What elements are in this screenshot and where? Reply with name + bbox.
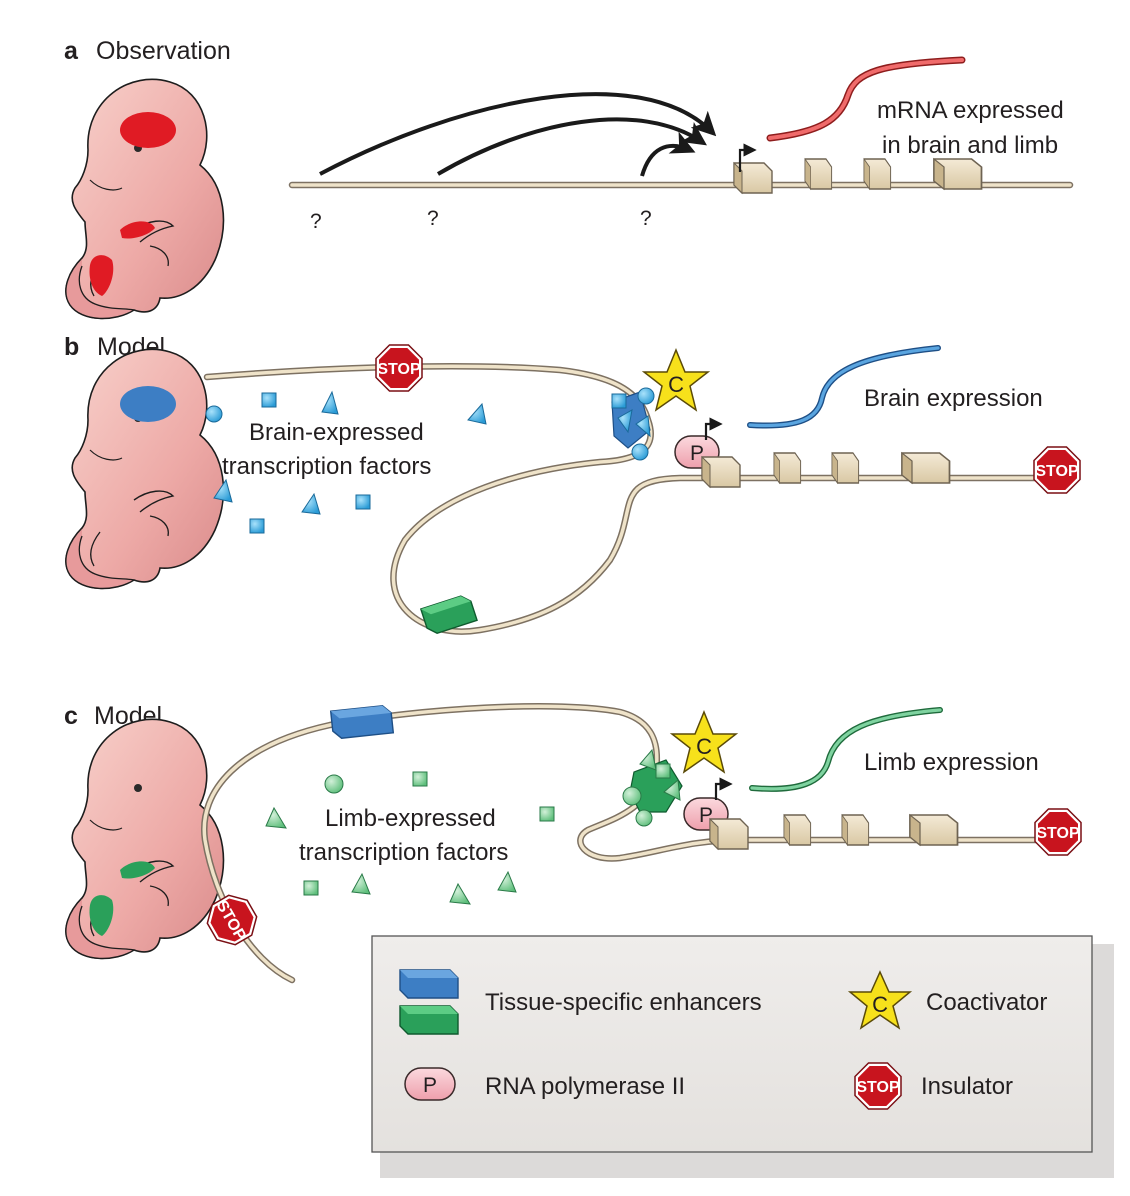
tss-arrow-a (738, 143, 757, 172)
insulator-stop-c2: STOP (1034, 808, 1082, 856)
coactivator-star-c: C (669, 710, 739, 774)
legend-coactivator-icon: C (847, 970, 913, 1030)
tss-arrow-c (714, 777, 733, 800)
panel-b-letter: b (64, 333, 79, 361)
legend-insulator-icon: STOP (854, 1062, 902, 1110)
limb-expression-label: Limb expression (864, 749, 1039, 776)
green-enhancer-b (419, 595, 478, 635)
insulator-stop-c1: STOP (199, 887, 265, 953)
embryo-c (65, 718, 225, 960)
svg-text:C: C (872, 992, 888, 1017)
panel-a: a Observation ? ? ? (64, 37, 1074, 320)
legend-polymerase-icon: P (404, 1067, 456, 1101)
insulator-stop-b2: STOP (1033, 446, 1081, 494)
coactivator-star-b: C (641, 348, 711, 412)
hindlimb-region-c (89, 895, 114, 936)
brain-tf-label-line2: transcription factors (222, 453, 431, 480)
svg-text:C: C (696, 734, 712, 759)
embryo-b (65, 348, 225, 590)
legend-enhancers-label: Tissue-specific enhancers (485, 989, 762, 1016)
mrna-red (768, 58, 964, 140)
svg-text:P: P (690, 442, 704, 465)
svg-text:P: P (423, 1074, 437, 1097)
svg-text:STOP: STOP (1036, 825, 1080, 842)
panel-a-title: Observation (96, 37, 231, 65)
limb-transcription-factors (265, 771, 555, 905)
regulatory-arrows (319, 92, 717, 177)
legend-enhancer-blue-icon (399, 969, 459, 999)
unknown-enhancer-1: ? (310, 210, 322, 233)
brain-region-b (120, 386, 176, 422)
blue-enhancer-complex-b (611, 387, 655, 461)
limb-tf-label-line2: transcription factors (299, 839, 508, 866)
brain-transcription-factors (205, 390, 487, 534)
svg-text:STOP: STOP (1035, 463, 1079, 480)
panel-c: c Model STOP (64, 702, 1082, 984)
legend-enhancer-green-icon (399, 1005, 459, 1035)
brain-region-a (120, 112, 176, 148)
panel-a-letter: a (64, 37, 79, 65)
mrna-label-line2: in brain and limb (882, 132, 1058, 159)
brain-tf-label-line1: Brain-expressed (249, 419, 424, 446)
insulator-stop-b1: STOP (375, 344, 423, 392)
gene-exons-b (701, 452, 951, 488)
svg-text:STOP: STOP (377, 361, 421, 378)
forelimb-region-a (120, 221, 155, 239)
unknown-enhancer-2: ? (427, 207, 439, 230)
svg-text:STOP: STOP (856, 1079, 900, 1096)
forelimb-region-c (120, 861, 155, 879)
legend-polymerase-label: RNA polymerase II (485, 1073, 685, 1100)
mrna-blue (748, 346, 940, 428)
svg-text:C: C (668, 372, 684, 397)
gene-exons-c (709, 814, 959, 850)
brain-expression-label: Brain expression (864, 385, 1043, 412)
hindlimb-region-a (89, 255, 114, 296)
mrna-green (750, 708, 942, 791)
legend-coactivator-label: Coactivator (926, 989, 1047, 1016)
embryo-a (65, 78, 225, 320)
panel-b: b Model STOP C (64, 333, 1081, 635)
green-enhancer-complex-c (622, 748, 683, 827)
limb-tf-label-line1: Limb-expressed (325, 805, 496, 832)
panel-c-letter: c (64, 702, 78, 730)
legend: Tissue-specific enhancers C Coactivator … (371, 935, 1114, 1178)
blue-enhancer-c (329, 705, 395, 739)
unknown-enhancer-3: ? (640, 207, 652, 230)
mrna-label-line1: mRNA expressed (877, 97, 1064, 124)
legend-insulator-label: Insulator (921, 1073, 1013, 1100)
tss-arrow-b (704, 417, 723, 440)
